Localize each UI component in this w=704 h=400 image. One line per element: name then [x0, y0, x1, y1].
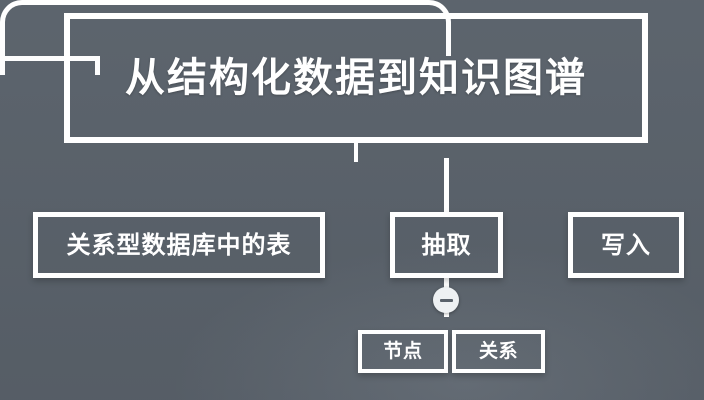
node-relational-db-table[interactable]: 关系型数据库中的表	[33, 212, 325, 278]
connector-bus-level3	[0, 56, 100, 75]
connector-bus-level2	[0, 0, 451, 56]
minus-circle-icon[interactable]	[433, 287, 459, 313]
node-label-graph-relation: 关系	[478, 340, 518, 362]
node-label-write: 写入	[601, 231, 651, 259]
root-node-title[interactable]: 从结构化数据到知识图谱	[64, 13, 648, 143]
node-extract[interactable]: 抽取	[390, 212, 503, 278]
minus-glyph	[439, 298, 453, 302]
node-graph-relation[interactable]: 关系	[452, 330, 545, 373]
node-write[interactable]: 写入	[568, 212, 684, 278]
node-label-graph-node: 节点	[383, 340, 423, 362]
node-label-extract: 抽取	[421, 231, 472, 259]
connector-root-stem	[354, 143, 358, 162]
node-graph-node[interactable]: 节点	[358, 330, 448, 373]
node-label-relational-db-table: 关系型数据库中的表	[66, 231, 292, 259]
connector-middle-drop	[444, 158, 449, 214]
connector-extract-stem	[444, 278, 449, 292]
root-node-label: 从结构化数据到知识图谱	[125, 55, 587, 101]
